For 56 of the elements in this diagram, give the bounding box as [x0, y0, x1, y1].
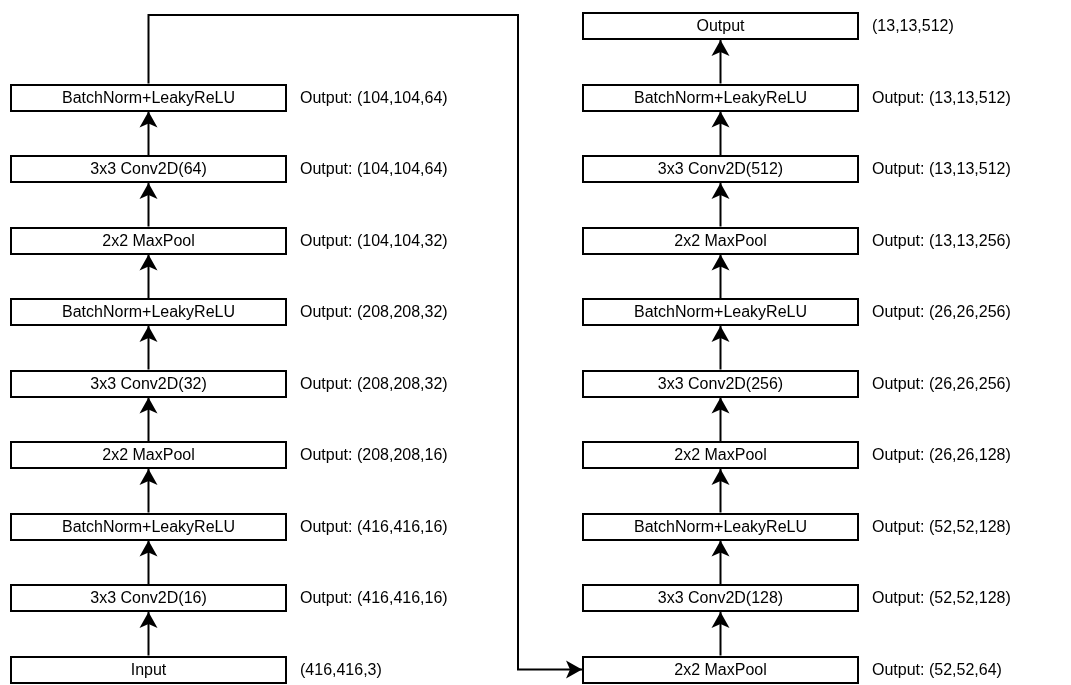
output-shape-label: (416,416,3)	[300, 661, 382, 678]
layer-box: 3x3 Conv2D(512)	[582, 155, 859, 183]
output-shape-label: Output: (208,208,16)	[300, 447, 448, 463]
arrow	[711, 39, 730, 85]
output-shape-label: Output: (26,26,256)	[872, 304, 1011, 320]
arrow	[711, 396, 730, 442]
arrow	[139, 253, 158, 299]
layer-box: BatchNorm+LeakyReLU	[10, 512, 287, 541]
layer-box: 3x3 Conv2D(128)	[582, 584, 859, 612]
layer-box: BatchNorm+LeakyReLU	[10, 298, 287, 326]
arrow	[711, 539, 730, 585]
layer-box: 2x2 MaxPool	[10, 441, 287, 469]
output-shape-label: Output: (208,208,32)	[300, 375, 448, 392]
output-shape-label: Output: (104,104,32)	[300, 232, 448, 249]
layer-box: 2x2 MaxPool	[582, 655, 859, 684]
output-shape-label: Output: (416,416,16)	[300, 590, 448, 606]
arrow	[711, 611, 730, 657]
output-shape-label: Output: (52,52,128)	[872, 590, 1011, 606]
arrow	[139, 611, 158, 657]
output-shape-label: Output: (104,104,64)	[300, 89, 448, 106]
layer-box: BatchNorm+LeakyReLU	[582, 512, 859, 541]
layer-box: Input	[10, 655, 287, 684]
output-shape-label: Output: (52,52,64)	[872, 661, 1002, 678]
arrow	[139, 182, 158, 228]
output-shape-label: Output: (13,13,512)	[872, 161, 1011, 177]
arrow	[711, 253, 730, 299]
arrow	[147, 14, 583, 679]
layer-box: 3x3 Conv2D(256)	[582, 369, 859, 398]
arrow	[139, 539, 158, 585]
output-shape-label: Output: (104,104,64)	[300, 161, 448, 177]
arrow	[711, 468, 730, 514]
output-shape-label: Output: (26,26,128)	[872, 447, 1011, 463]
layer-box: Output	[582, 12, 859, 40]
output-shape-label: Output: (13,13,512)	[872, 89, 1011, 106]
layer-box: 2x2 MaxPool	[582, 441, 859, 469]
output-shape-label: Output: (52,52,128)	[872, 518, 1011, 535]
arrow	[711, 325, 730, 371]
layer-box: 2x2 MaxPool	[582, 226, 859, 255]
layer-box: BatchNorm+LeakyReLU	[10, 83, 287, 112]
layer-box: BatchNorm+LeakyReLU	[582, 298, 859, 326]
arrow	[139, 110, 158, 156]
output-shape-label: Output: (13,13,256)	[872, 232, 1011, 249]
layer-box: BatchNorm+LeakyReLU	[582, 83, 859, 112]
layer-box: 2x2 MaxPool	[10, 226, 287, 255]
output-shape-label: Output: (416,416,16)	[300, 518, 448, 535]
output-shape-label: Output: (208,208,32)	[300, 304, 448, 320]
output-shape-label: Output: (26,26,256)	[872, 375, 1011, 392]
arrow	[711, 110, 730, 156]
arrow	[139, 325, 158, 371]
arrow	[139, 396, 158, 442]
arrow	[139, 468, 158, 514]
arrow	[711, 182, 730, 228]
layer-box: 3x3 Conv2D(16)	[10, 584, 287, 612]
layer-box: 3x3 Conv2D(64)	[10, 155, 287, 183]
output-shape-label: (13,13,512)	[872, 18, 954, 34]
layer-box: 3x3 Conv2D(32)	[10, 369, 287, 398]
